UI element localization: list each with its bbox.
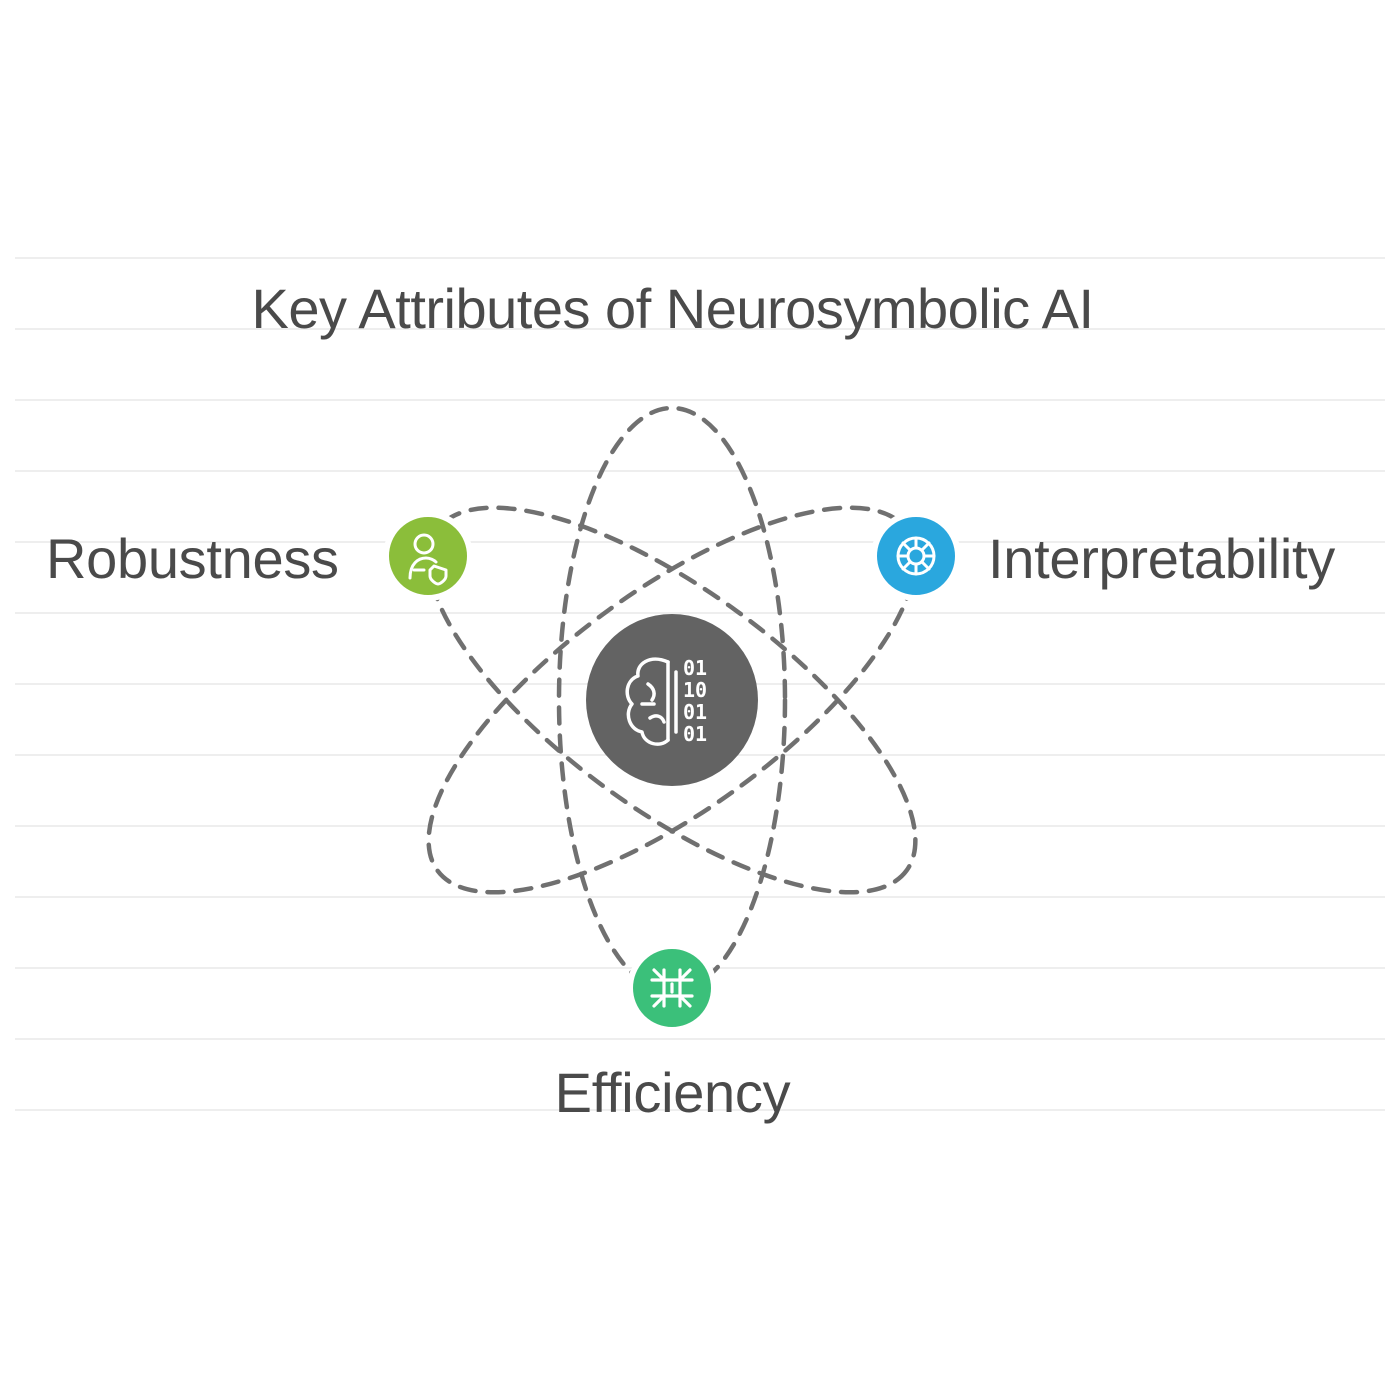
node-efficiency <box>627 943 717 1033</box>
svg-text:01: 01 <box>683 656 707 680</box>
svg-text:10: 10 <box>683 678 707 702</box>
label-efficiency: Efficiency <box>554 1061 791 1124</box>
grid-circuit-icon <box>650 968 694 1008</box>
svg-text:01: 01 <box>683 722 707 746</box>
diagram-title: Key Attributes of Neurosymbolic AI <box>251 277 1094 340</box>
node-robustness <box>383 511 473 601</box>
svg-text:01: 01 <box>683 700 707 724</box>
label-robustness: Robustness <box>46 527 339 590</box>
label-interpretability: Interpretability <box>988 527 1335 590</box>
person-shield-icon <box>408 533 448 586</box>
center-node: 01 10 01 01 <box>586 614 758 786</box>
brain-binary-icon: 01 10 01 01 <box>625 656 707 746</box>
orbit-vertical <box>556 405 788 995</box>
node-interpretability <box>871 511 961 601</box>
network-globe-icon <box>896 536 936 576</box>
